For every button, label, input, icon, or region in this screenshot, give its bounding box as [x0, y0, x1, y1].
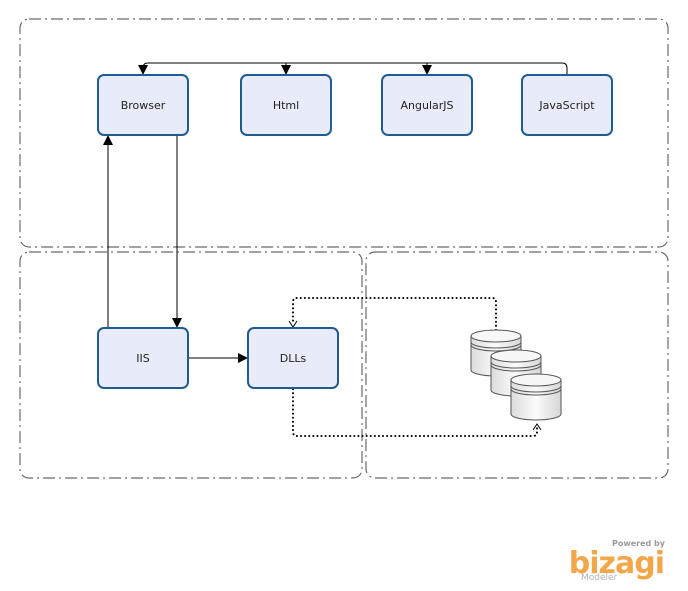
node-dlls[interactable]: DLLs: [247, 327, 339, 389]
node-iis-label: IIS: [136, 352, 149, 365]
chevron-up-icon: [532, 423, 542, 431]
client-lane: [19, 18, 669, 248]
node-javascript-label: JavaScript: [538, 99, 595, 112]
node-html-label: Html: [273, 99, 299, 112]
node-angularjs[interactable]: AngularJS: [381, 74, 473, 136]
database-cylinder-3: [510, 373, 562, 421]
connector-javascript-to-browser: [138, 62, 568, 75]
chevron-down-icon: [288, 320, 298, 328]
database-lane: [365, 251, 669, 479]
node-html[interactable]: Html: [240, 74, 332, 136]
node-javascript[interactable]: JavaScript: [521, 74, 613, 136]
database-icon[interactable]: [470, 329, 562, 421]
server-lane: [19, 251, 363, 479]
association-dlls-to-database: [292, 388, 538, 437]
node-iis[interactable]: IIS: [97, 327, 189, 389]
node-browser[interactable]: Browser: [97, 74, 189, 136]
bizagi-logo: Powered by bizagi Modeler: [569, 539, 666, 583]
association-database-to-dlls: [292, 297, 497, 331]
node-angularjs-label: AngularJS: [401, 99, 454, 112]
brand-name: bizagi: [569, 546, 664, 581]
node-dlls-label: DLLs: [280, 352, 307, 365]
powered-by-text: Powered by: [612, 539, 666, 548]
product-name: Modeler: [581, 573, 618, 583]
node-browser-label: Browser: [121, 99, 166, 112]
